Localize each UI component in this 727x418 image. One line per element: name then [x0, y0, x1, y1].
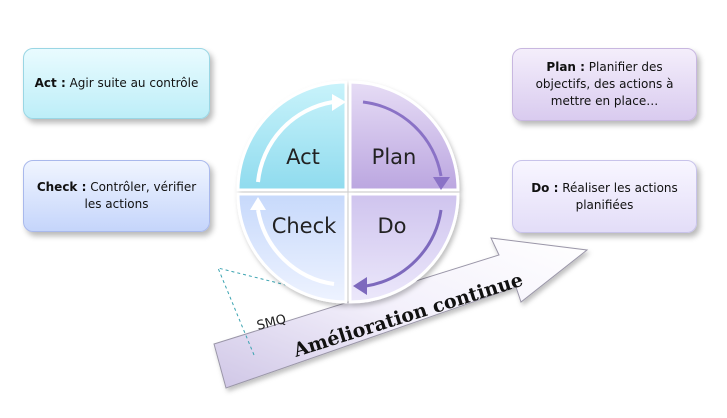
- quadrant-plan: [348, 80, 460, 192]
- quadrant-plan-label: Plan: [372, 145, 417, 169]
- smq-label: SMQ: [255, 312, 287, 334]
- do-description-text: Do : Réaliser les actions planifiées: [523, 180, 686, 214]
- act-description-text: Act : Agir suite au contrôle: [35, 75, 199, 92]
- check-desc: Contrôler, vérifier les actions: [84, 180, 197, 211]
- quadrant-act: [236, 80, 348, 192]
- check-term: Check :: [36, 180, 87, 194]
- do-description-box: Do : Réaliser les actions planifiées: [512, 160, 697, 233]
- act-description-box: Act : Agir suite au contrôle: [23, 48, 210, 119]
- quadrant-check: [236, 192, 348, 304]
- do-term: Do :: [531, 180, 559, 195]
- cycle-arrow-check: [256, 209, 335, 286]
- cycle-arrow-act: [256, 100, 334, 183]
- cycle-arrowhead-do-icon: [353, 277, 367, 295]
- plan-term: Plan :: [546, 60, 585, 74]
- quadrant-act-label: Act: [286, 145, 320, 169]
- cycle-arrowhead-check-icon: [250, 197, 266, 210]
- continuous-improvement-label: Amélioration continue: [290, 269, 526, 362]
- plan-desc: Planifier des objectifs, des actions à m…: [535, 60, 674, 108]
- act-desc: Agir suite au contrôle: [65, 76, 199, 90]
- quadrant-do: [348, 192, 460, 304]
- act-term: Act :: [34, 76, 66, 90]
- quadrant-check-label: Check: [272, 214, 337, 238]
- continuous-improvement-arrow: [213, 237, 589, 389]
- cycle-arrowhead-plan-icon: [433, 177, 450, 190]
- plan-description-box: Plan : Planifier des objectifs, des acti…: [512, 48, 697, 121]
- smq-wedge: [217, 267, 347, 356]
- plan-description-text: Plan : Planifier des objectifs, des acti…: [523, 59, 686, 110]
- quadrant-do-label: Do: [377, 214, 406, 238]
- do-desc: Réaliser les actions planifiées: [558, 180, 678, 212]
- cycle-arrow-do: [365, 209, 443, 288]
- cycle-arrowhead-act-icon: [332, 94, 346, 111]
- check-description-box: Check : Contrôler, vérifier les actions: [23, 160, 210, 232]
- check-description-text: Check : Contrôler, vérifier les actions: [34, 179, 199, 213]
- cycle-arrow-plan: [362, 100, 443, 177]
